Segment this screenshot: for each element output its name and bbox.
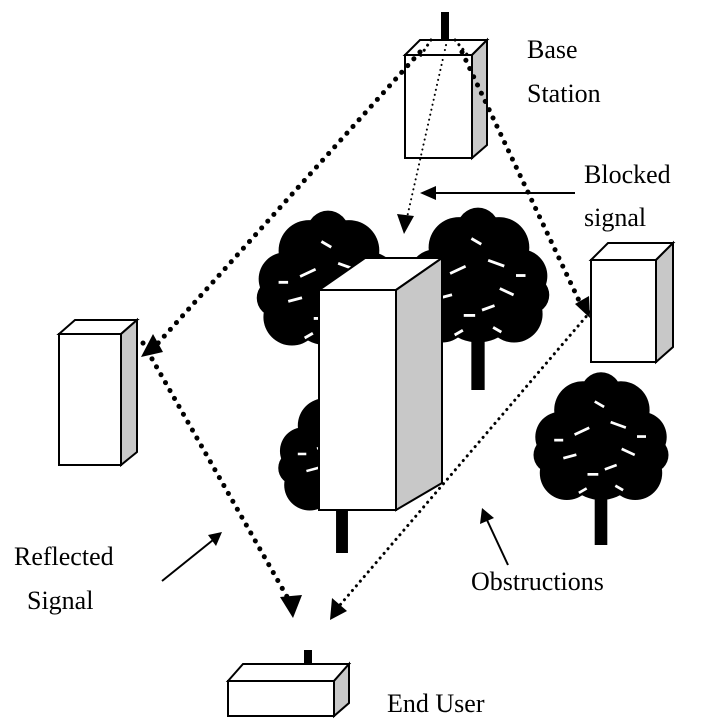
arrowhead-blocked [397, 214, 414, 234]
base-station-label-line2: Station [527, 79, 601, 108]
antenna-icon [441, 12, 449, 46]
pointer-blocked-signal [420, 186, 436, 200]
reflected-path-to-left [147, 49, 423, 355]
reflected-path-to-right [459, 49, 585, 310]
end-user-building [225, 650, 352, 719]
obstructions-label: Obstructions [471, 567, 604, 596]
blocked-signal-label-line1: Blocked [584, 160, 671, 189]
left-reflecting-building [56, 317, 140, 468]
base-station-label-line1: Base [527, 35, 578, 64]
reflected-signal-label-line1: Reflected [14, 542, 114, 571]
arrowhead-end-user-left [280, 595, 302, 618]
diagram-labels: Base Station Blocked signal Reflected Si… [14, 35, 671, 718]
reflected-path-to-end-user [140, 340, 293, 605]
blocked-direct-path [405, 44, 447, 223]
blocked-signal-label-line2: signal [584, 203, 646, 232]
arrowhead-left-building [141, 334, 163, 357]
pointer-reflected-signal [208, 532, 222, 546]
reflected-signal-label-line2: Signal [27, 586, 93, 615]
annotation-arrows [161, 186, 575, 582]
end-user-label: End User [387, 689, 485, 718]
signal-paths [140, 38, 592, 607]
pointer-obstructions [480, 508, 494, 524]
base-station-building [402, 12, 490, 161]
right-reflecting-building [588, 240, 676, 365]
signal-arrowheads [141, 214, 590, 620]
arrowhead-right-building [575, 296, 590, 318]
tall-building-obstruction [315, 256, 446, 512]
arrowhead-end-user-right [330, 598, 347, 620]
